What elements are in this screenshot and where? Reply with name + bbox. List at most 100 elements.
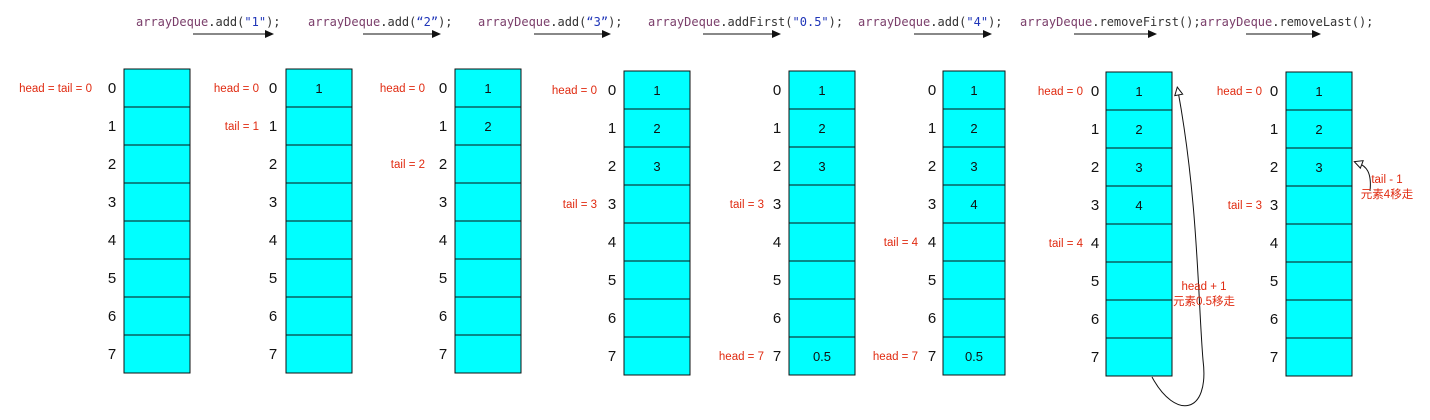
array-cell bbox=[123, 106, 191, 146]
array-cell bbox=[788, 298, 856, 338]
pointer-label: tail = 3 bbox=[563, 199, 597, 211]
cell-value: 0.5 bbox=[813, 349, 831, 364]
operation-row: arrayDeque.add("1");arrayDeque.add(“2”);… bbox=[136, 15, 1373, 38]
note-text: head + 1 bbox=[1181, 281, 1226, 293]
head-wrap-arrow bbox=[1151, 91, 1205, 407]
index-label: 2 bbox=[1270, 159, 1278, 176]
array-cell bbox=[1285, 185, 1353, 225]
array-cell bbox=[454, 258, 522, 298]
array-cell bbox=[285, 296, 353, 336]
array-cell bbox=[788, 222, 856, 262]
cell-value: 1 bbox=[1135, 84, 1142, 99]
index-label: 0 bbox=[439, 80, 447, 97]
array-cell bbox=[123, 144, 191, 184]
pointer-label: head = 0 bbox=[552, 85, 597, 97]
operation-code: arrayDeque.add(“2”); bbox=[308, 15, 453, 29]
array-cell bbox=[623, 108, 691, 148]
index-label: 0 bbox=[928, 82, 936, 99]
pointer-label: head = 0 bbox=[1217, 86, 1262, 98]
pointer-label: head = tail = 0 bbox=[19, 83, 92, 95]
array-cell bbox=[623, 336, 691, 376]
cell-value: 3 bbox=[1315, 160, 1322, 175]
operation-dot: . bbox=[1092, 15, 1099, 29]
index-label: 4 bbox=[108, 232, 116, 249]
array-cell bbox=[454, 334, 522, 374]
array-cell bbox=[285, 106, 353, 146]
index-label: 7 bbox=[773, 348, 781, 365]
cell-value: 2 bbox=[653, 121, 660, 136]
index-label: 7 bbox=[1270, 349, 1278, 366]
cell-value: 4 bbox=[1135, 198, 1142, 213]
index-label: 6 bbox=[1270, 311, 1278, 328]
array-cell bbox=[1105, 185, 1173, 225]
operation-method: add( bbox=[387, 15, 416, 29]
index-label: 1 bbox=[608, 120, 616, 137]
operation-method: add( bbox=[937, 15, 966, 29]
index-label: 0 bbox=[608, 82, 616, 99]
index-label: 4 bbox=[928, 234, 936, 251]
cell-value: 2 bbox=[970, 121, 977, 136]
cell-value: 1 bbox=[315, 81, 322, 96]
array-cell bbox=[942, 336, 1006, 376]
index-label: 4 bbox=[269, 232, 277, 249]
index-label: 6 bbox=[608, 310, 616, 327]
index-label: 6 bbox=[773, 310, 781, 327]
index-label: 0 bbox=[1270, 83, 1278, 100]
cell-value: 2 bbox=[484, 119, 491, 134]
index-label: 2 bbox=[269, 156, 277, 173]
index-label: 3 bbox=[1270, 197, 1278, 214]
index-label: 1 bbox=[773, 120, 781, 137]
operation-arg: “2” bbox=[416, 15, 438, 29]
cell-value: 1 bbox=[484, 81, 491, 96]
array-cell bbox=[123, 220, 191, 260]
array-cell bbox=[1105, 147, 1173, 187]
operation-6: arrayDeque.removeLast(); bbox=[1200, 15, 1373, 38]
operation-4: arrayDeque.add("4"); bbox=[858, 15, 1003, 38]
operation-3: arrayDeque.addFirst("0.5"); bbox=[648, 15, 843, 38]
index-label: 6 bbox=[439, 308, 447, 325]
operation-object: arrayDeque bbox=[136, 15, 208, 29]
operation-method: removeLast(); bbox=[1279, 15, 1373, 29]
index-label: 7 bbox=[439, 346, 447, 363]
index-label: 2 bbox=[608, 158, 616, 175]
pointer-label: head = 0 bbox=[1038, 86, 1083, 98]
operation-1: arrayDeque.add(“2”); bbox=[308, 15, 453, 38]
pointer-label: head = 7 bbox=[873, 351, 918, 363]
operation-0: arrayDeque.add("1"); bbox=[136, 15, 281, 38]
index-label: 7 bbox=[928, 348, 936, 365]
index-label: 4 bbox=[1091, 235, 1099, 252]
cell-value: 3 bbox=[970, 159, 977, 174]
operation-close: ); bbox=[988, 15, 1002, 29]
array-cell bbox=[788, 260, 856, 300]
array-cell bbox=[285, 220, 353, 260]
array-cell bbox=[1285, 109, 1353, 149]
pointer-label: tail = 2 bbox=[391, 159, 425, 171]
array-cell bbox=[285, 144, 353, 184]
index-label: 3 bbox=[773, 196, 781, 213]
operation-object: arrayDeque bbox=[478, 15, 550, 29]
operation-arg: “3” bbox=[586, 15, 608, 29]
index-label: 0 bbox=[269, 80, 277, 97]
array-cell bbox=[123, 258, 191, 298]
cell-value: 2 bbox=[1315, 122, 1322, 137]
index-label: 4 bbox=[439, 232, 447, 249]
array-cell bbox=[454, 106, 522, 146]
array-cell bbox=[942, 184, 1006, 224]
array-cell bbox=[1285, 337, 1353, 377]
index-label: 7 bbox=[608, 348, 616, 365]
cell-value: 1 bbox=[1315, 84, 1322, 99]
operation-method: add( bbox=[215, 15, 244, 29]
array-cell bbox=[454, 182, 522, 222]
array-cell bbox=[1105, 109, 1173, 149]
operation-object: arrayDeque bbox=[1200, 15, 1272, 29]
operation-code: arrayDeque.add("4"); bbox=[858, 15, 1003, 29]
operation-arg: "1" bbox=[244, 15, 266, 29]
index-label: 5 bbox=[1270, 273, 1278, 290]
array-cell bbox=[1105, 299, 1173, 339]
